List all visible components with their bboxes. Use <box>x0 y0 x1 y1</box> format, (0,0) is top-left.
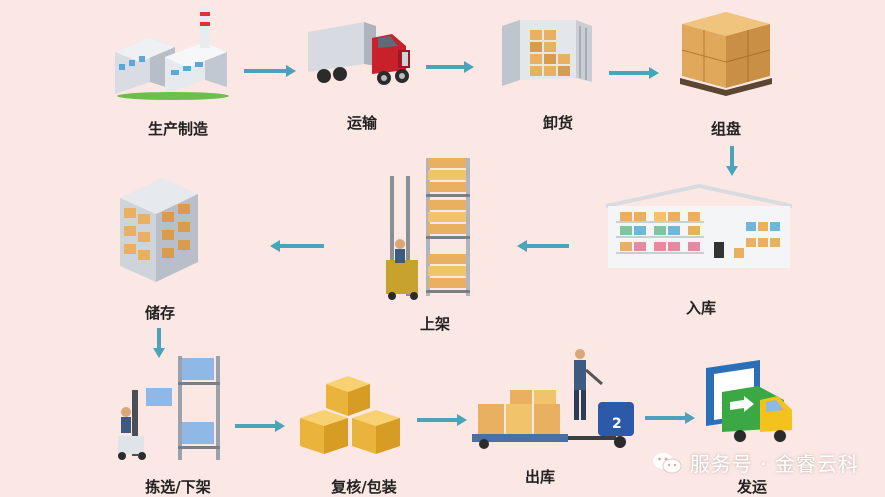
pallet-jack-icon: 2 <box>472 349 634 449</box>
step-picking <box>112 352 222 462</box>
label-outbound: 出库 <box>524 468 556 486</box>
arrow-right-5 <box>417 411 467 430</box>
label-storage: 储存 <box>144 304 176 322</box>
arrow-down-2 <box>153 328 165 362</box>
step-unloading <box>496 16 596 90</box>
pallet-boxes-icon <box>680 12 772 96</box>
factory-icon <box>115 6 229 100</box>
arrow-right-icon <box>609 67 659 79</box>
arrow-right-icon <box>426 61 474 73</box>
step-outbound: 2 <box>470 346 642 450</box>
step-checking-packing <box>296 374 406 460</box>
label-transport: 运输 <box>346 114 378 132</box>
step-shipping <box>700 358 796 454</box>
warehouse-icon <box>606 184 792 268</box>
order-picker-icon <box>118 356 220 460</box>
arrow-right-6 <box>645 409 695 428</box>
wechat-icon <box>652 451 682 475</box>
arrow-right-icon <box>645 412 695 424</box>
delivery-truck-icon <box>706 360 792 442</box>
packed-boxes-icon <box>300 376 400 454</box>
label-shelving: 上架 <box>419 315 451 333</box>
step-manufacturing <box>105 2 235 102</box>
container-unloading-icon <box>502 20 592 86</box>
svg-text:2: 2 <box>612 416 622 432</box>
arrow-right-4 <box>235 417 285 436</box>
label-palletizing: 组盘 <box>710 120 742 138</box>
arrow-right-3 <box>609 64 659 83</box>
arrow-left-2 <box>270 237 324 256</box>
arrow-down-icon <box>153 328 165 358</box>
step-palletizing <box>676 4 776 100</box>
arrow-right-icon <box>235 420 285 432</box>
label-checking-packing: 复核/包装 <box>331 478 397 496</box>
arrow-left-1 <box>517 237 569 256</box>
arrow-right-2 <box>426 58 474 77</box>
step-inbound <box>604 182 794 270</box>
arrow-down-icon <box>726 146 738 176</box>
arrow-left-icon <box>270 240 324 252</box>
arrow-left-icon <box>517 240 569 252</box>
arrow-right-1 <box>244 62 296 81</box>
forklift-shelf-icon <box>386 158 470 300</box>
label-manufacturing: 生产制造 <box>147 120 209 138</box>
step-storage <box>116 174 202 286</box>
watermark: 服务号 · 金睿云科 <box>652 448 859 477</box>
semi-truck-icon <box>308 22 410 85</box>
arrow-down-1 <box>726 146 738 180</box>
arrow-right-icon <box>244 65 296 77</box>
label-inbound: 入库 <box>685 299 717 317</box>
label-unloading: 卸货 <box>542 114 574 132</box>
step-transport <box>306 18 416 86</box>
label-picking: 拣选/下架 <box>145 478 211 496</box>
arrow-right-icon <box>417 414 467 426</box>
watermark-text: 服务号 · 金睿云科 <box>689 452 859 476</box>
label-shipping: 发运 <box>736 478 768 496</box>
storage-rack-icon <box>120 178 198 282</box>
step-shelving <box>380 154 472 302</box>
